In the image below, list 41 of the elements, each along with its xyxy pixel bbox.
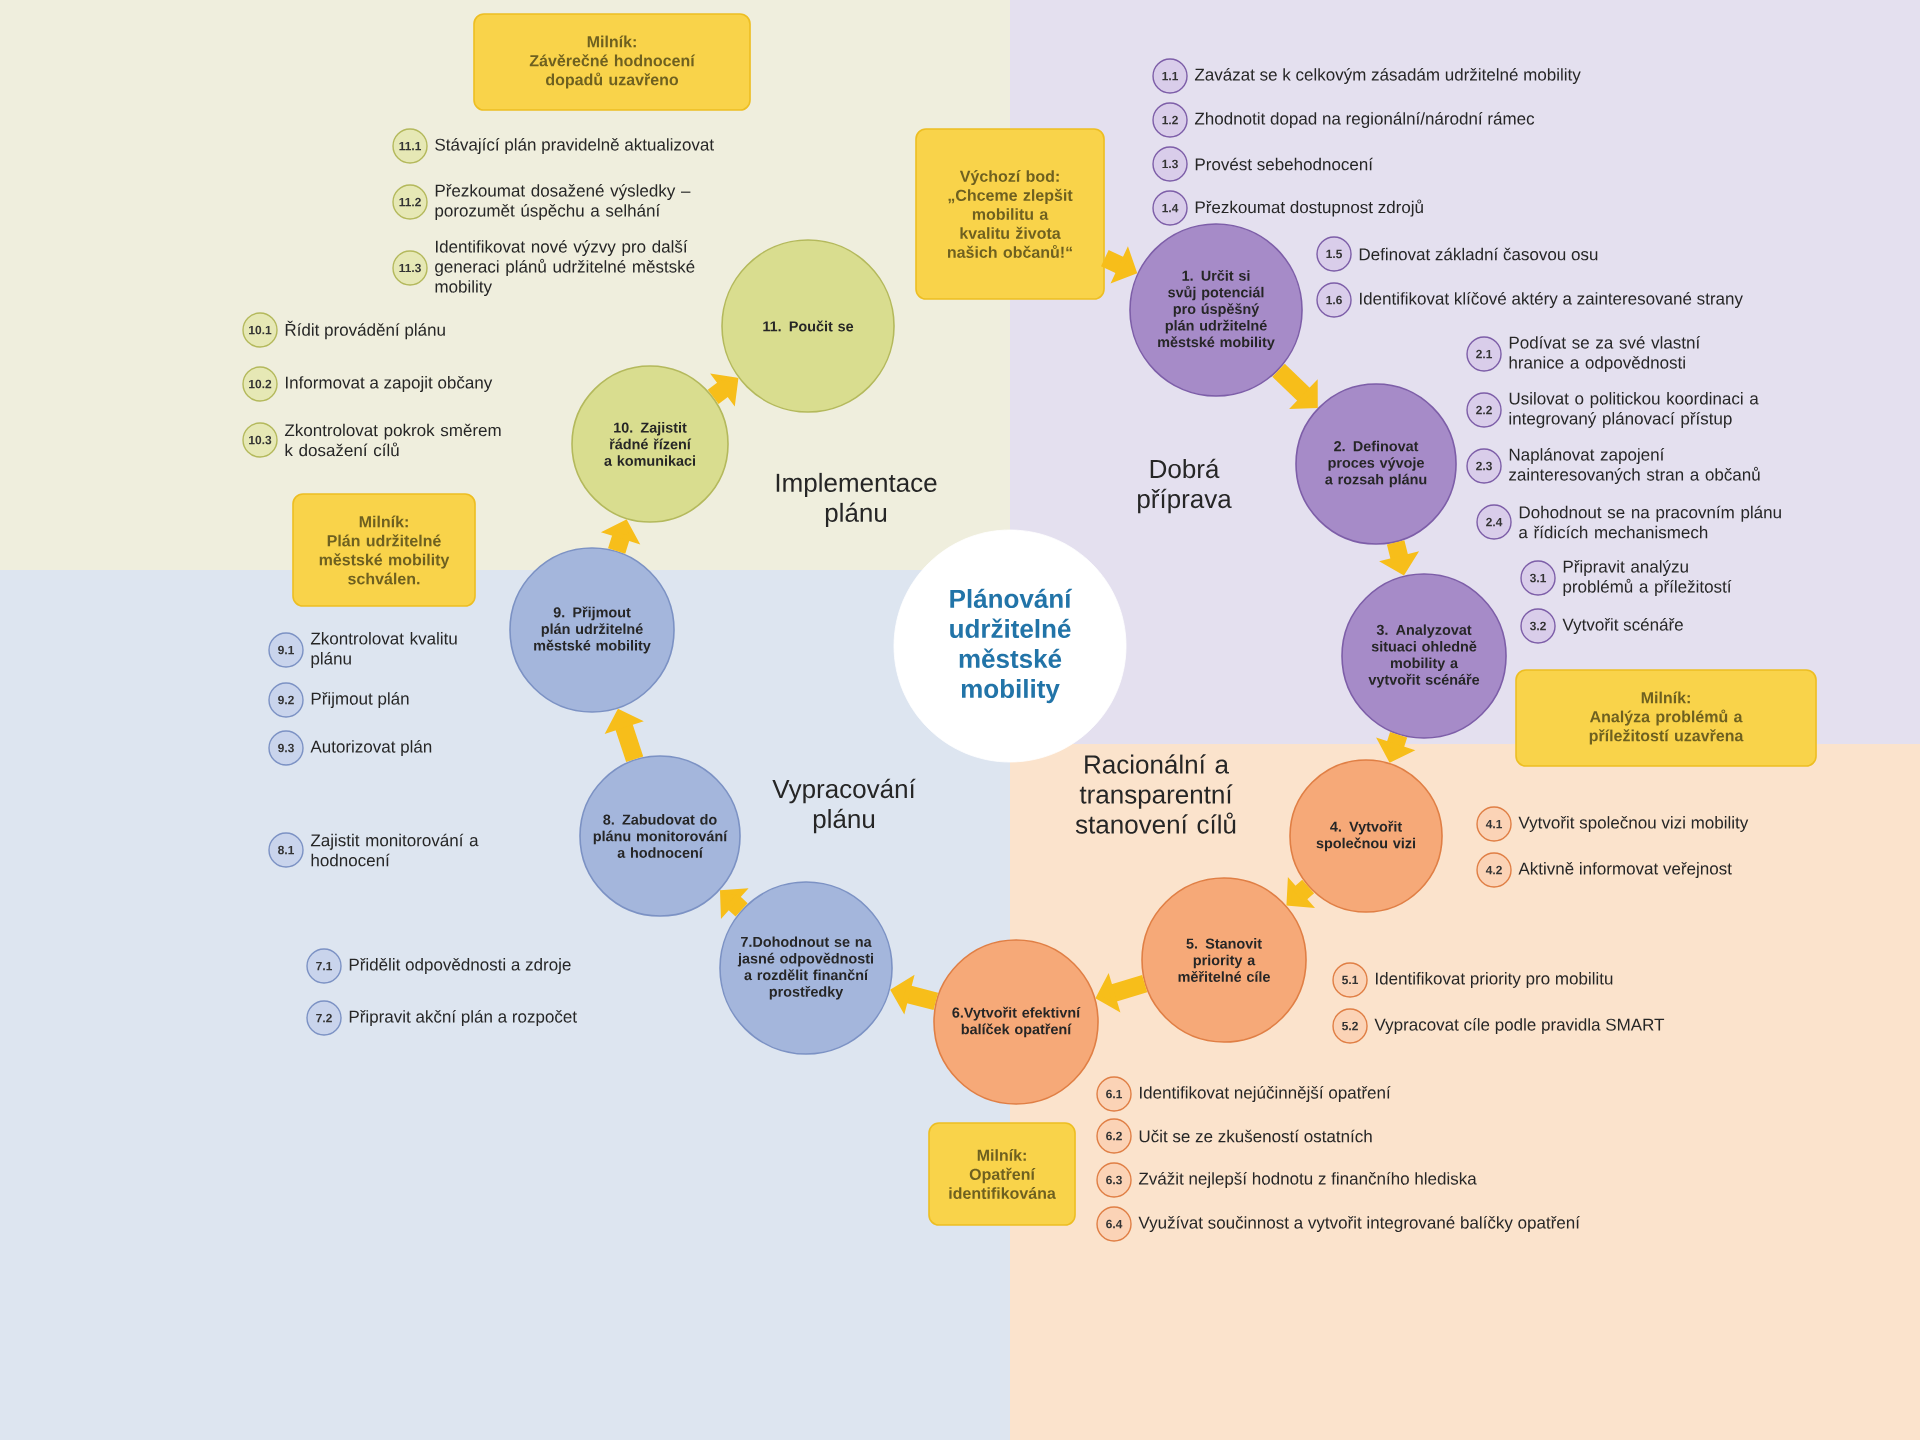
task-text: Zvážit nejlepší hodnotu z finančního hlediska bbox=[1138, 1172, 1477, 1188]
task-text: Identifikovat nejúčinnější opatření bbox=[1140, 1086, 1391, 1102]
task-text: Využívat součinnost a vytvořit integrované balíčky opatření bbox=[1138, 1216, 1580, 1233]
task-text: Přezkoumat dostupnost zdrojů bbox=[1195, 199, 1423, 217]
task-text: Dohodnout se na pracovním plánu a řídicích mechanismech bbox=[1519, 505, 1781, 539]
task-text: Stávající plán pravidelně aktualizovat bbox=[435, 138, 714, 154]
task-text: Přidělit odpovědnosti a zdroje bbox=[349, 958, 571, 974]
task-text: Řídit provádění plánu bbox=[285, 320, 445, 340]
task-text: Usilovat o politickou koordinaci a integrovaný plánovací přístup bbox=[1509, 392, 1759, 428]
task-text: Identifikovat klíčové aktéry a zainteresované strany bbox=[1360, 292, 1743, 308]
task-text: Připravit akční plán a rozpočet bbox=[349, 1010, 577, 1026]
arrow bbox=[1272, 363, 1318, 409]
task-text: Zavázat se k celkovým zásadám udržitelné mobility bbox=[1194, 68, 1581, 84]
task-text: Připravit analýzu problémů a příležitostí bbox=[1563, 560, 1732, 596]
task-text: Zajistit monitorování a hodnocení bbox=[310, 833, 479, 867]
milestone-box: Milník: Analýza problémů a příležitostí uzavřena bbox=[1515, 669, 1817, 767]
task-text: Vypracovat cíle podle pravidla SMART bbox=[1374, 1018, 1665, 1034]
milestone-box: Milník: Opatření identifikována bbox=[928, 1122, 1076, 1226]
task-text: Informovat a zapojit občany bbox=[286, 376, 493, 392]
task-text: Zkontrolovat pokrok směrem k dosažení cílů bbox=[284, 423, 501, 457]
task-text: Identifikovat nové výzvy pro další generaci plánů udržitelné městské mobility bbox=[435, 240, 695, 296]
task-text: Zkontrolovat kvalitu plánu bbox=[310, 632, 457, 668]
task-text: Autorizovat plán bbox=[310, 740, 432, 756]
task-text: Přijmout plán bbox=[311, 692, 409, 708]
milestone-box: Milník: Závěrečné hodnocení dopadů uzavřeno bbox=[473, 13, 751, 111]
task-text: Aktivně informovat veřejnost bbox=[1518, 862, 1732, 878]
milestone-box: Výchozí bod: „Chceme zlepšit mobilitu a kvalitu života našich občanů!“ bbox=[915, 128, 1105, 300]
task-text: Přezkoumat dosažené výsledky – porozumět úspěchu a selhání bbox=[435, 184, 691, 220]
milestone-box: Milník: Plán udržitelné městské mobility schválen. bbox=[292, 493, 476, 607]
task-text: Naplánovat zapojení zainteresovaných stran a občanů bbox=[1509, 448, 1760, 484]
task-text: Definovat základní časovou osu bbox=[1359, 247, 1598, 261]
task-text: Provést sebehodnocení bbox=[1195, 157, 1373, 171]
task-text: Učit se ze zkušeností ostatních bbox=[1139, 1129, 1372, 1143]
task-text: Vytvořit společnou vizi mobility bbox=[1518, 816, 1749, 832]
phase-title: Dobrá příprava bbox=[1138, 458, 1232, 514]
task-text: Identifikovat priority pro mobilitu bbox=[1376, 972, 1613, 988]
phase-title: Vypracování plánu bbox=[772, 778, 916, 834]
task-text: Zhodnotit dopad na regionální/národní rámec bbox=[1194, 112, 1535, 128]
phase-title: Implementace plánu bbox=[776, 472, 937, 528]
task-text: Podívat se za své vlastní hranice a odpovědnosti bbox=[1509, 336, 1701, 372]
task-text: Vytvořit scénáře bbox=[1562, 618, 1683, 634]
